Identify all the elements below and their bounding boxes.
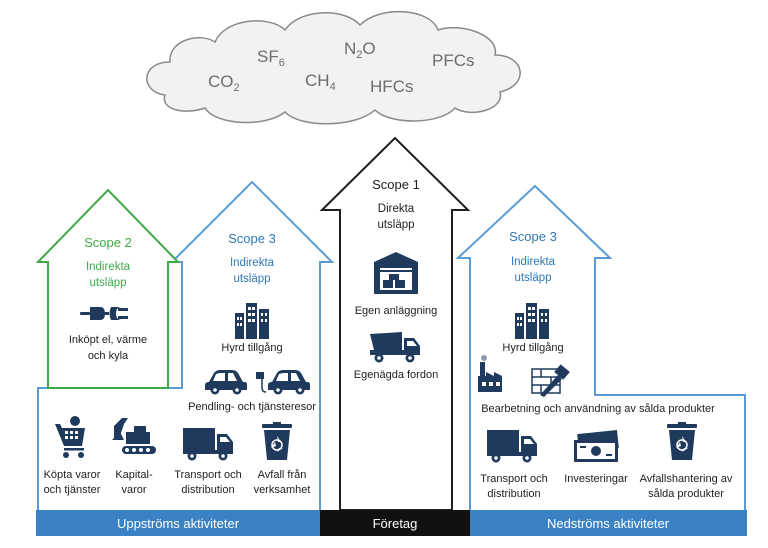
scope1-subtitle-1: Direkta [378, 203, 415, 215]
gas-co2: CO2 [208, 72, 240, 94]
scope2-subtitle-1: Indirekta [86, 261, 131, 273]
factory-icon [478, 355, 502, 392]
construction-icon [531, 364, 570, 397]
scope3-up-subtitle-1: Indirekta [230, 257, 275, 269]
warehouse-icon [374, 252, 418, 294]
downstream-item-1-line1: Transport och [480, 473, 547, 485]
ev-plug-icon [256, 372, 267, 393]
downstream-label: Nedströms aktiviteter [547, 516, 670, 531]
scope1-title: Scope 1 [372, 177, 420, 192]
upstream-item-1-line2: och tjänster [44, 484, 101, 496]
scope3-down-subtitle-2: utsläpp [514, 272, 551, 284]
downstream-item-3-line2: sålda produkter [648, 488, 724, 500]
downstream-bar [470, 510, 747, 536]
scope3-up-commute: Pendling- och tjänsteresor [188, 401, 316, 413]
shopping-cart-icon [55, 416, 85, 458]
scope2-subtitle-2: utsläpp [89, 277, 126, 289]
scope3-down-subtitle-1: Indirekta [511, 256, 556, 268]
upstream-item-2-line2: varor [121, 484, 146, 496]
recycle-bin-icon [261, 421, 293, 461]
gas-pfcs: PFCs [432, 51, 475, 70]
upstream-item-2-line1: Kapital- [115, 469, 153, 481]
scope1-vehicles: Egenägda fordon [354, 369, 438, 381]
upstream-label: Uppströms aktiviteter [117, 516, 240, 531]
upstream-item-4-line2: verksamhet [254, 484, 311, 496]
recycle-bin-icon [666, 421, 698, 461]
scope1-arrow [319, 136, 471, 511]
scope2-item-1: Inköpt el, värme [69, 334, 147, 346]
scope3-down-title: Scope 3 [509, 229, 557, 244]
gas-labels: CO2 SF6 CH4 N2O HFCs PFCs [208, 39, 475, 96]
scope1-subtitle-2: utsläpp [377, 219, 414, 231]
downstream-item-3-line1: Avfallshantering av [640, 473, 733, 485]
company-label: Företag [373, 516, 418, 531]
scope2-arrow [35, 188, 181, 389]
scope1-facility: Egen anläggning [355, 305, 438, 317]
upstream-bar [36, 510, 320, 536]
upstream-item-3-line2: distribution [181, 484, 234, 496]
scope3-down-hired: Hyrd tillgång [502, 342, 563, 354]
upstream-item-1-line1: Köpta varor [44, 469, 101, 481]
scope3-up-hired: Hyrd tillgång [221, 342, 282, 354]
scope3-down-processing: Bearbetning och användning av sålda prod… [481, 403, 715, 415]
scope2-item-2: och kyla [88, 350, 129, 362]
downstream-item-1-line2: distribution [487, 488, 540, 500]
gas-hfcs: HFCs [370, 77, 413, 96]
excavator-icon [112, 418, 156, 454]
dump-truck-icon [370, 332, 420, 363]
money-icon [574, 429, 619, 462]
scope2-title: Scope 2 [84, 235, 132, 250]
scope3-up-title: Scope 3 [228, 231, 276, 246]
cloud-shape [146, 10, 521, 125]
upstream-item-4-line1: Avfall från [258, 469, 307, 481]
gas-ch4: CH4 [305, 71, 336, 93]
scope3-up-subtitle-2: utsläpp [233, 273, 270, 285]
gas-sf6: SF6 [257, 47, 285, 69]
plug-icon [80, 307, 128, 320]
downstream-item-2-line1: Investeringar [564, 473, 628, 485]
company-bar [320, 510, 470, 536]
upstream-item-3-line1: Transport och [174, 469, 241, 481]
gas-n2o: N2O [344, 39, 376, 61]
